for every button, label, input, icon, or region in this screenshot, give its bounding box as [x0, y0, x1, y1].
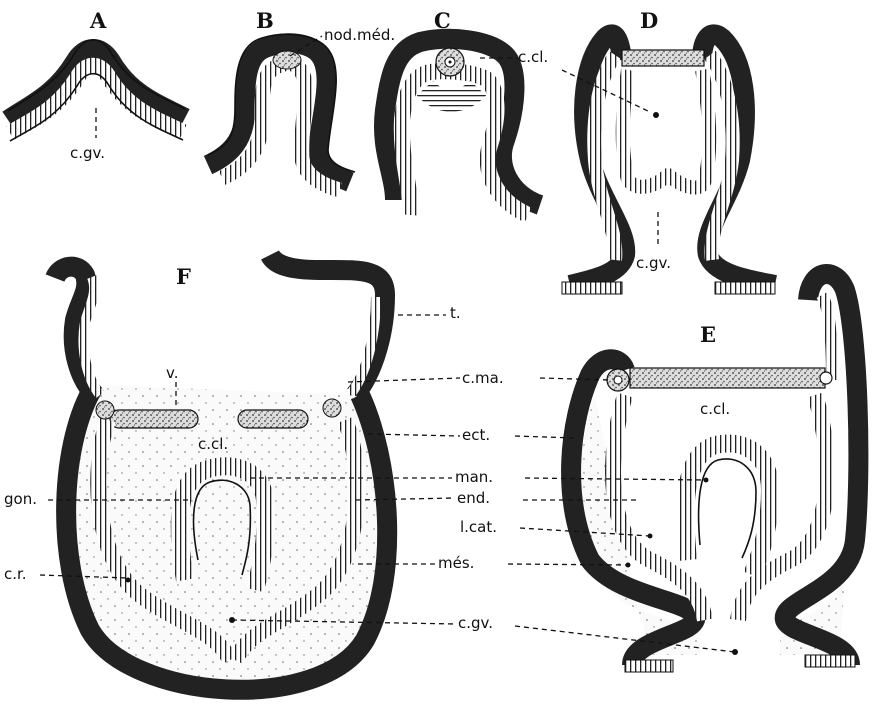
- panel-letter-a: A: [89, 8, 107, 33]
- label-cgv-f: c.gv.: [458, 614, 493, 632]
- panel-c: [384, 39, 540, 215]
- label-man: man.: [455, 468, 493, 486]
- panel-letter-e: E: [700, 322, 716, 347]
- panel-f: [55, 255, 387, 690]
- panel-b: [208, 34, 355, 190]
- label-ccl-c: c.cl.: [518, 48, 548, 66]
- label-ccl-f: c.cl.: [198, 435, 228, 453]
- label-cr: c.r.: [4, 565, 27, 583]
- label-t: t.: [450, 304, 461, 322]
- panel-letter-b: B: [256, 8, 274, 33]
- label-v: v.: [166, 364, 178, 382]
- label-mes: més.: [438, 554, 474, 572]
- label-ect: ect.: [462, 426, 490, 444]
- label-end: end.: [457, 489, 490, 507]
- label-cgv-a: c.gv.: [70, 144, 105, 162]
- label-ccl-e: c.cl.: [700, 400, 730, 418]
- label-lcat: l.cat.: [460, 518, 497, 536]
- label-cma: c.ma.: [462, 369, 504, 387]
- panel-letter-f: F: [176, 264, 191, 289]
- label-nod-med: nod.méd.: [324, 26, 395, 44]
- panel-letter-c: C: [434, 8, 451, 33]
- panel-a: [8, 40, 185, 141]
- panel-letter-d: D: [640, 8, 658, 33]
- label-cgv-d: c.gv.: [636, 254, 671, 272]
- panel-e: [571, 274, 862, 672]
- label-gon: gon.: [4, 490, 37, 508]
